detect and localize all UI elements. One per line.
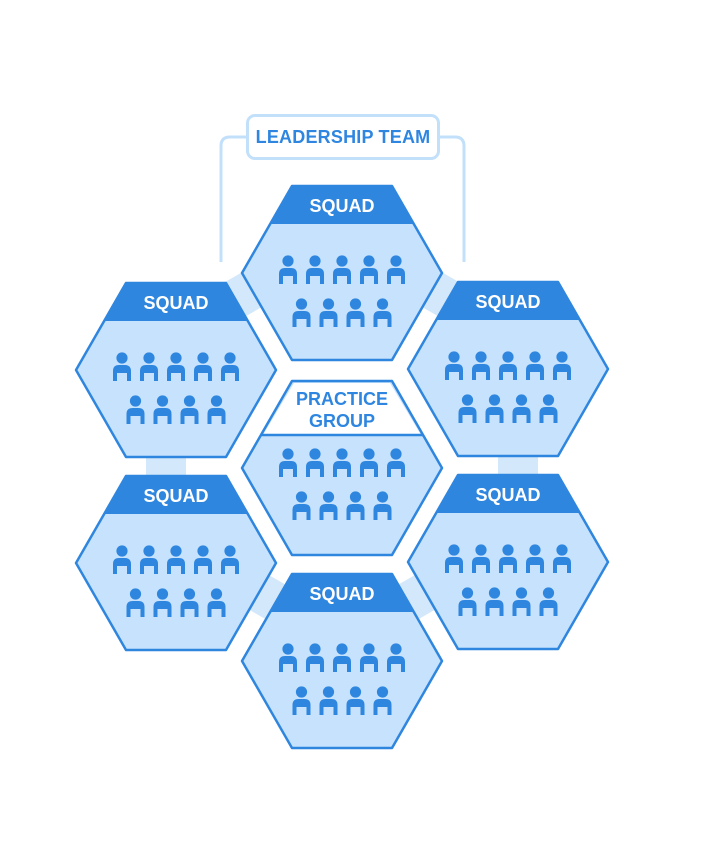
person-icon bbox=[306, 255, 324, 284]
person-icon bbox=[373, 686, 392, 715]
person-icon bbox=[346, 491, 365, 520]
person-icon bbox=[167, 545, 185, 574]
squad-hexagon: SQUAD bbox=[406, 473, 610, 651]
person-icon bbox=[333, 643, 351, 672]
person-icon bbox=[485, 587, 504, 616]
practice-group-label-line2: GROUP bbox=[309, 411, 375, 431]
leadership-connector bbox=[219, 135, 466, 262]
person-icon bbox=[387, 255, 405, 284]
person-icon bbox=[512, 587, 531, 616]
person-icon bbox=[126, 395, 145, 424]
person-icon bbox=[360, 448, 378, 477]
person-icon bbox=[194, 352, 212, 381]
person-icon bbox=[319, 686, 338, 715]
person-icon bbox=[445, 544, 463, 573]
squad-header bbox=[104, 283, 248, 321]
person-icon bbox=[553, 351, 571, 380]
person-icon bbox=[499, 351, 517, 380]
person-icon bbox=[512, 394, 531, 423]
person-icon bbox=[292, 298, 311, 327]
person-icon bbox=[553, 544, 571, 573]
person-icon bbox=[373, 491, 392, 520]
squad-label: SQUAD bbox=[143, 293, 208, 313]
person-icon bbox=[140, 352, 158, 381]
person-icon bbox=[221, 352, 239, 381]
person-icon bbox=[373, 298, 392, 327]
squad-label: SQUAD bbox=[309, 584, 374, 604]
person-icon bbox=[360, 255, 378, 284]
practice-group-label-line1: PRACTICE bbox=[296, 389, 388, 409]
person-icon bbox=[485, 394, 504, 423]
person-icon bbox=[319, 298, 338, 327]
squad-label: SQUAD bbox=[475, 485, 540, 505]
person-icon bbox=[180, 395, 199, 424]
squad-hexagon: SQUAD bbox=[406, 280, 610, 458]
person-icon bbox=[458, 587, 477, 616]
person-icon bbox=[539, 394, 558, 423]
person-icon bbox=[113, 545, 131, 574]
person-icon bbox=[445, 351, 463, 380]
person-icon bbox=[472, 351, 490, 380]
person-icon bbox=[333, 255, 351, 284]
person-icon bbox=[207, 588, 226, 617]
person-icon bbox=[292, 686, 311, 715]
person-icon bbox=[167, 352, 185, 381]
squad-hexagon: SQUAD bbox=[74, 474, 278, 652]
person-icon bbox=[458, 394, 477, 423]
person-icon bbox=[194, 545, 212, 574]
person-icon bbox=[472, 544, 490, 573]
person-icon bbox=[279, 448, 297, 477]
squad-label: SQUAD bbox=[475, 292, 540, 312]
person-icon bbox=[140, 545, 158, 574]
squad-label: SQUAD bbox=[309, 196, 374, 216]
person-icon bbox=[539, 587, 558, 616]
person-icon bbox=[279, 255, 297, 284]
squad-header bbox=[436, 475, 580, 513]
person-icon bbox=[153, 588, 172, 617]
squad-hexagon: SQUAD bbox=[74, 281, 278, 459]
leadership-team-label: LEADERSHIP TEAM bbox=[255, 126, 431, 147]
person-icon bbox=[319, 491, 338, 520]
practice-group-header bbox=[262, 383, 422, 435]
squad-hexagon: SQUAD bbox=[240, 572, 444, 750]
squad-header bbox=[104, 476, 248, 514]
person-icon bbox=[221, 545, 239, 574]
squad-hexagon: SQUAD bbox=[240, 184, 444, 362]
person-icon bbox=[346, 298, 365, 327]
squad-header bbox=[270, 186, 414, 224]
person-icon bbox=[113, 352, 131, 381]
person-icon bbox=[499, 544, 517, 573]
person-icon bbox=[306, 448, 324, 477]
person-icon bbox=[306, 643, 324, 672]
person-icon bbox=[526, 351, 544, 380]
person-icon bbox=[526, 544, 544, 573]
person-icon bbox=[292, 491, 311, 520]
person-icon bbox=[153, 395, 172, 424]
person-icon bbox=[279, 643, 297, 672]
squad-label: SQUAD bbox=[143, 486, 208, 506]
person-icon bbox=[180, 588, 199, 617]
squad-header bbox=[436, 282, 580, 320]
person-icon bbox=[387, 643, 405, 672]
person-icon bbox=[360, 643, 378, 672]
hexagon-layer: SQUAD SQUAD SQUAD SQUAD SQUAD SQUAD PRACTICEGR… bbox=[74, 184, 610, 750]
person-icon bbox=[126, 588, 145, 617]
person-icon bbox=[333, 448, 351, 477]
leadership-team-box: LEADERSHIP TEAM bbox=[246, 114, 440, 160]
person-icon bbox=[346, 686, 365, 715]
person-icon bbox=[207, 395, 226, 424]
squad-header bbox=[270, 574, 414, 612]
person-icon bbox=[387, 448, 405, 477]
